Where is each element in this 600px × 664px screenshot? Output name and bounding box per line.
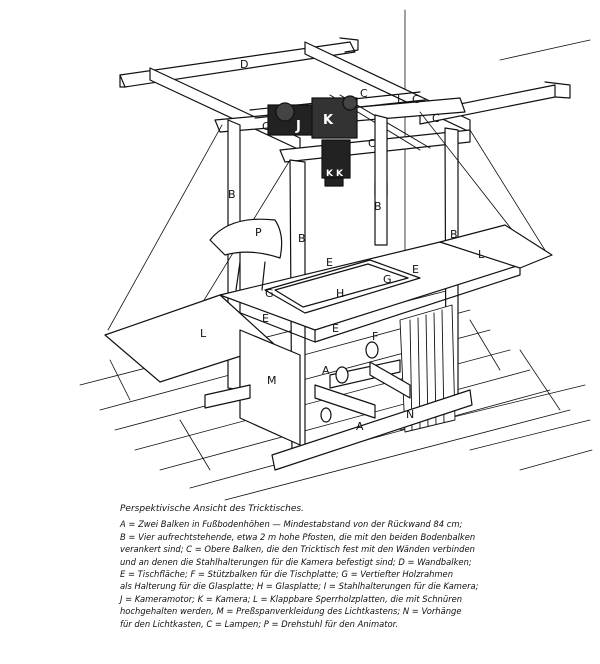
diagram-labels: D C C C C C J K I K K B B B B P L L E E … [200, 58, 485, 433]
label-G-2: G [383, 273, 392, 286]
caption-line: als Halterung für die Glasplatte; H = Gl… [120, 581, 479, 592]
label-B-3: B [374, 200, 382, 213]
caption-line: B = Vier aufrechtstehende, etwa 2 m hohe… [120, 531, 476, 542]
label-L-left: L [200, 327, 207, 340]
caption-body: A = Zwei Balken in Fußbodenhöhen — Minde… [120, 518, 560, 630]
label-J: J [295, 119, 301, 134]
caption-line: für den Lichtkasten, C = Lampen; P = Dre… [120, 618, 399, 629]
figure-caption: Perspektivische Ansicht des Tricktisches… [120, 503, 560, 630]
label-B-1: B [228, 188, 236, 201]
label-C-right: C [432, 112, 440, 125]
label-E-1: E [326, 256, 333, 269]
label-M: M [267, 374, 277, 387]
label-A-1: A [322, 364, 330, 377]
label-D: D [240, 58, 248, 71]
label-E-2: E [412, 263, 419, 276]
label-E-3: E [262, 312, 269, 325]
label-H: H [336, 287, 344, 300]
label-C-front: C [368, 137, 376, 150]
caption-line: J = Kameramotor; K = Kamera; L = Klappba… [120, 593, 463, 604]
label-N: N [406, 408, 414, 421]
label-C-top-1: C [360, 87, 368, 100]
caption-title: Perspektivische Ansicht des Tricktisches… [120, 504, 304, 514]
label-G-1: G [265, 287, 274, 300]
label-C-left: C [262, 120, 270, 133]
caption-line: und an denen die Stahlhalterungen für di… [120, 556, 472, 567]
label-B-4: B [450, 228, 458, 241]
floor-beams [204, 341, 473, 471]
room-wall-lines [404, 9, 591, 251]
caption-line: E = Tischfläche; F = Stützbalken für die… [120, 569, 454, 580]
label-E-4: E [332, 322, 339, 335]
caption-line: hochgehalten werden, M = Preßspanverklei… [120, 606, 462, 617]
label-K-lens-1: K [326, 169, 334, 179]
label-K: K [323, 113, 334, 128]
caption-line: A = Zwei Balken in Fußbodenhöhen — Minde… [120, 519, 463, 530]
label-B-2: B [298, 232, 306, 245]
label-L-right: L [478, 248, 485, 261]
label-A-2: A [356, 420, 364, 433]
label-I: I [397, 93, 400, 106]
right-flap [439, 224, 553, 269]
label-C-top-2: C [412, 93, 420, 106]
label-K-lens-2: K [336, 169, 344, 179]
label-P: P [255, 226, 262, 239]
caption-line: verankert sind; C = Obere Balken, die de… [120, 544, 475, 555]
chair [209, 218, 283, 291]
label-F: F [372, 330, 378, 343]
